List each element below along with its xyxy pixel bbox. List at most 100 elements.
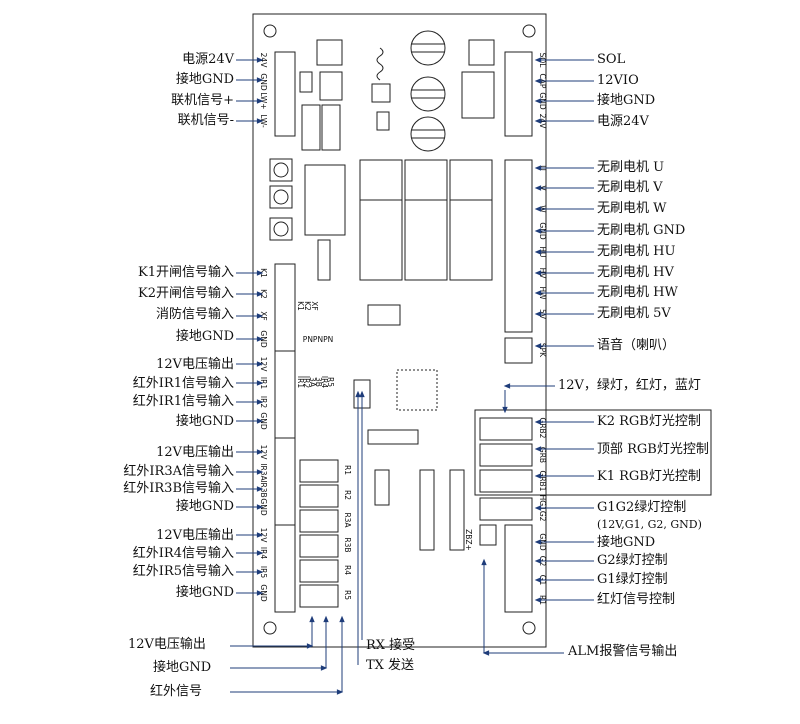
leader-bottom-a-head [306, 643, 314, 649]
bottom-label-alm: ALM报警信号输出 [568, 644, 678, 659]
leader-left-6-head [256, 313, 264, 319]
pin-label-left_ir3-2: IR3B [259, 480, 268, 497]
leader-right-18-head [534, 558, 542, 564]
right-label-ground-2: 接地GND [597, 535, 656, 550]
right-label-motor-hu: 无刷电机 HU [597, 244, 676, 259]
pin-label-jumper-top-0: K1 [296, 301, 305, 311]
leader-right-16-head [534, 505, 542, 511]
leader-left-18-head [256, 569, 264, 575]
seven-segment-display [304, 164, 346, 236]
pin-label-left_k-0: K1 [259, 268, 268, 278]
leader-left-19-head [256, 590, 264, 596]
left-label-ground-1: 接地GND [175, 72, 234, 87]
left-label-k1: K1开闸信号输入 [138, 265, 234, 280]
leader-bottom-b-head [320, 665, 328, 671]
capacitor-1 [410, 30, 446, 66]
leader-bottom-c-up-head [339, 615, 345, 623]
pin-label-jumper-top-1: K2 [303, 301, 312, 311]
pin-label-small-2: R3A [343, 512, 352, 528]
left-label-ir3a: 红外IR3A信号输入 [123, 464, 234, 479]
leader-right-8-head [534, 249, 542, 255]
pin-label-jumper-ir-3: 3B [314, 377, 323, 387]
pin-label-jumper-ir-2: 3A [308, 377, 317, 388]
right-label-power-24v: 电源24V [597, 114, 649, 129]
pin-label-small-4: R4 [343, 565, 352, 575]
leader-left-7-head [256, 336, 264, 342]
terminal-left-ir4 [274, 524, 296, 613]
left-label-12v-3: 12V电压输出 [156, 528, 234, 543]
pin-label-left_ir3-3: GND [259, 498, 268, 515]
bottom-label-rx: RX 接受 [366, 638, 416, 653]
leader-left-5-head [256, 291, 264, 297]
mosfet-1 [359, 159, 403, 281]
pin-label-speaker: SPK [538, 343, 547, 358]
leader-right-0-head [534, 57, 542, 63]
pin-label-jumper-ir-4: IR4 [320, 376, 329, 388]
g1g2-pins-label: (12V,G1, G2, GND) [597, 518, 702, 531]
leader-left-16-head [256, 532, 264, 538]
right-label-sol: SOL [597, 52, 626, 67]
pin-label-left_ir4-0: 12V [259, 528, 268, 544]
leader-right-15-head [534, 473, 542, 479]
terminal-right-top [504, 51, 533, 137]
leader-left-3-head [256, 118, 264, 124]
leader-left-10-head [256, 399, 264, 405]
leader-left-0-head [256, 57, 264, 63]
rgb-group-frame [474, 409, 712, 496]
leader-right-9-head [534, 270, 542, 276]
pin-label-left_power-0: 24V [259, 53, 268, 69]
leader-rx-head [359, 390, 365, 398]
leader-bottom-a-up-head [309, 615, 315, 623]
pin-label-left_ir4-1: IR4 [259, 547, 268, 559]
pin-label-left_k-3: GND [259, 330, 268, 347]
terminal-left-ir3 [274, 437, 296, 526]
pin-label-left_k-1: K2 [259, 289, 268, 299]
leader-left-2-head [256, 98, 264, 104]
right-label-speaker: 语音（喇叭） [597, 338, 676, 353]
inductor [376, 47, 384, 81]
pin-label-left_power-3: LW- [259, 114, 268, 128]
pin-label-jumper-top-2: XF [310, 301, 319, 310]
right-label-12vio: 12VIO [597, 73, 639, 88]
rgb-top-label: 顶部 RGB灯光控制 [597, 442, 709, 457]
leader-bottom-c-head [336, 689, 344, 695]
leader-right-7-head [534, 228, 542, 234]
rgb-k2-label: K2 RGB灯光控制 [597, 414, 701, 429]
pcb-outline [252, 13, 547, 648]
pin-label-jumper-ir-5: R5 [326, 377, 335, 387]
left-label-k2: K2开闸信号输入 [138, 286, 234, 301]
mount-hole-br [522, 621, 536, 635]
leader-right-19-head [534, 577, 542, 583]
chip-top-mid [319, 71, 343, 101]
red-control-label: 红灯信号控制 [597, 592, 676, 607]
leader-right-17-head [534, 539, 542, 545]
leader-right-12-head [534, 343, 542, 349]
leader-left-8-head [256, 361, 264, 367]
left-label-ground-5: 接地GND [175, 585, 234, 600]
left-label-link-minus: 联机信号- [177, 113, 234, 128]
leader-right-2-head [534, 98, 542, 104]
rgb-group-title: 12V，绿灯，红灯，蓝灯 [558, 378, 701, 393]
leader-left-15-head [256, 504, 264, 510]
right-label-motor-5v: 无刷电机 5V [597, 306, 671, 321]
left-label-ir4: 红外IR4信号输入 [132, 546, 234, 561]
right-label-motor-v: 无刷电机 V [597, 180, 663, 195]
pin-label-left_ir1-0: 12V [259, 357, 268, 373]
terminal-left-power [274, 51, 296, 137]
pin-label-small-0: R1 [343, 465, 352, 475]
button-1 [269, 158, 293, 182]
leader-right-5-head [534, 185, 542, 191]
pin-label-small-3: R3B [343, 537, 352, 552]
chip-top-right [468, 39, 495, 66]
pin-label-left_ir3-1: IR3A [259, 463, 268, 481]
terminal-right-motor [504, 159, 533, 333]
leader-tx-head [355, 390, 361, 398]
leader-right-13-head [534, 419, 542, 425]
right-label-ground-1: 接地GND [597, 93, 656, 108]
leader-left-13-head [256, 469, 264, 475]
g1g2-control-label: G1G2绿灯控制 [597, 500, 687, 515]
leader-rgb-group-head [502, 406, 508, 414]
leader-left-12-head [256, 449, 264, 455]
pin-label-rgb-1: GRB [538, 447, 547, 463]
